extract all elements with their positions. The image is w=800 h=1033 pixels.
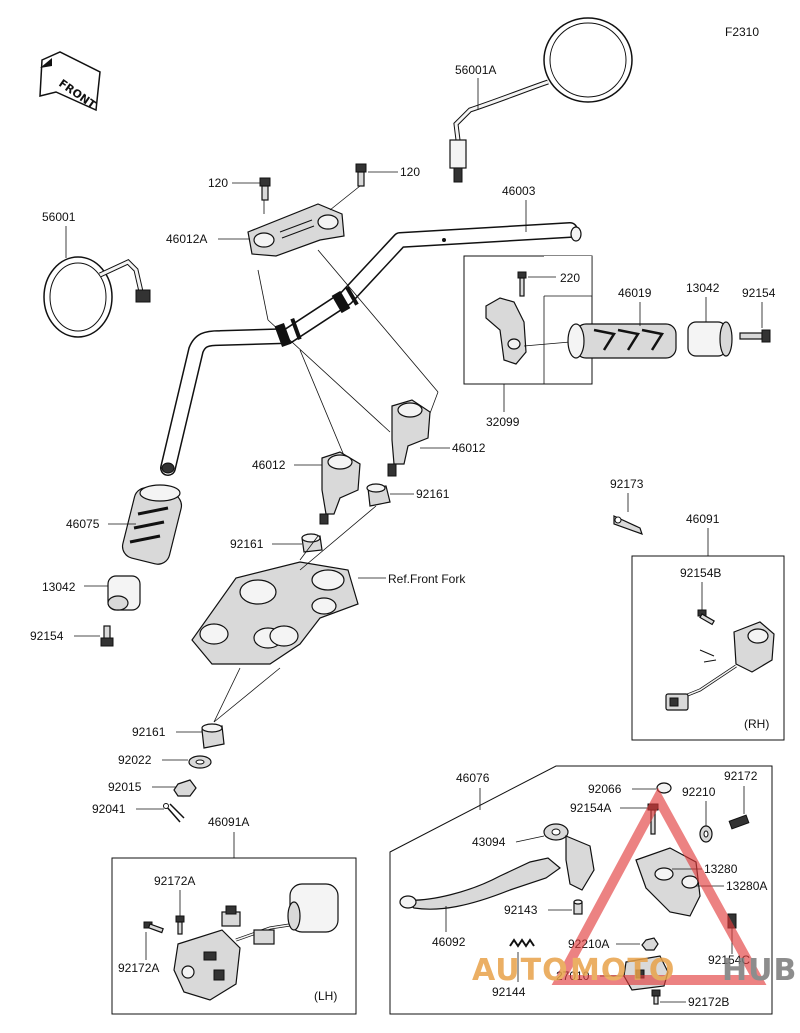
label-46003: 46003 bbox=[502, 184, 536, 198]
label-92154a: 92154A bbox=[570, 801, 611, 815]
handlebar-46003 bbox=[160, 222, 582, 476]
label-92066: 92066 bbox=[588, 782, 622, 796]
mirror-56001a bbox=[449, 17, 633, 183]
label-92154-right: 92154 bbox=[742, 286, 776, 300]
label-46076: 46076 bbox=[456, 771, 490, 785]
label-92172: 92172 bbox=[724, 769, 758, 783]
label-92144: 92144 bbox=[492, 985, 526, 999]
lh-label: (LH) bbox=[314, 989, 337, 1003]
washer-92210a bbox=[641, 937, 659, 951]
bolt-92154b bbox=[697, 609, 715, 626]
front-direction-arrow: FRONT bbox=[39, 51, 101, 112]
label-43094: 43094 bbox=[472, 835, 506, 849]
label-92172b: 92172B bbox=[688, 995, 729, 1009]
bolt-120-right bbox=[355, 163, 367, 187]
watermark-text-1: AUTO bbox=[472, 953, 569, 988]
label-92173: 92173 bbox=[610, 477, 644, 491]
label-92172a-lower: 92172A bbox=[118, 961, 159, 975]
throttle-box bbox=[463, 255, 593, 385]
rh-label: (RH) bbox=[744, 717, 769, 731]
bolt-92172 bbox=[728, 814, 750, 830]
label-46091: 46091 bbox=[686, 512, 720, 526]
label-92143: 92143 bbox=[504, 903, 538, 917]
label-92154-left: 92154 bbox=[30, 629, 64, 643]
label-46012-left: 46012 bbox=[252, 458, 286, 472]
rh-switch-box bbox=[631, 555, 785, 741]
grip-46019 bbox=[567, 323, 677, 359]
grip-46075 bbox=[121, 484, 183, 565]
washer-92210 bbox=[699, 825, 713, 843]
screw-92172b bbox=[651, 989, 661, 1005]
part-92173 bbox=[613, 515, 643, 535]
label-13042-left: 13042 bbox=[42, 580, 76, 594]
bolt-92154-right bbox=[739, 329, 771, 343]
adjuster-43094 bbox=[543, 823, 595, 891]
watermark-text-3: HUB bbox=[722, 953, 797, 988]
lh-switch-box bbox=[111, 857, 357, 1015]
bolt-92154-left bbox=[100, 625, 114, 647]
throttle-case-32099 bbox=[485, 297, 527, 365]
clamp-46012a bbox=[247, 203, 345, 257]
screw-220 bbox=[517, 271, 527, 297]
pin-92143 bbox=[573, 899, 583, 915]
cotter-pin-92041 bbox=[163, 803, 185, 823]
bar-end-weight-13042-left bbox=[107, 575, 141, 611]
ref-front-fork: Ref.Front Fork bbox=[388, 572, 466, 586]
bush-92161-upper bbox=[366, 483, 391, 507]
label-92015: 92015 bbox=[108, 780, 142, 794]
lh-switch-housing bbox=[173, 883, 339, 1001]
label-92041: 92041 bbox=[92, 802, 126, 816]
label-13280a: 13280A bbox=[726, 879, 767, 893]
label-46019: 46019 bbox=[618, 286, 652, 300]
clutch-lever-box bbox=[389, 765, 773, 1015]
figure-code: F2310 bbox=[725, 25, 759, 39]
label-46091a: 46091A bbox=[208, 815, 249, 829]
label-46092: 46092 bbox=[432, 935, 466, 949]
label-92161-upper: 92161 bbox=[416, 487, 450, 501]
label-32099: 32099 bbox=[486, 415, 520, 429]
label-92154b: 92154B bbox=[680, 566, 721, 580]
top-triple-clamp bbox=[191, 561, 359, 665]
bush-92161-mid bbox=[301, 533, 323, 553]
label-92172a-upper: 92172A bbox=[154, 874, 195, 888]
label-120-left: 120 bbox=[208, 176, 228, 190]
mirror-56001 bbox=[43, 256, 151, 338]
label-46075: 46075 bbox=[66, 517, 100, 531]
label-13042-right: 13042 bbox=[686, 281, 720, 295]
nut-92015 bbox=[173, 779, 197, 797]
label-56001a: 56001A bbox=[455, 63, 496, 77]
screw-92172a-upper bbox=[175, 915, 185, 935]
label-46012-right: 46012 bbox=[452, 441, 486, 455]
watermark-logo: AUTO MOTO HUB bbox=[472, 787, 797, 988]
bar-end-weight-13042-right bbox=[687, 321, 733, 357]
label-92210: 92210 bbox=[682, 785, 716, 799]
rh-switch-housing bbox=[665, 621, 775, 711]
label-13280: 13280 bbox=[704, 862, 738, 876]
lever-46092 bbox=[399, 857, 561, 910]
lever-holder bbox=[635, 847, 701, 917]
spring-92144 bbox=[509, 938, 535, 948]
washer-92022 bbox=[188, 755, 212, 769]
screw-92172a-lower bbox=[143, 921, 164, 934]
riser-46012-right bbox=[387, 399, 431, 477]
label-92022: 92022 bbox=[118, 753, 152, 767]
bush-92161-lower bbox=[201, 723, 225, 749]
label-92161-mid: 92161 bbox=[230, 537, 264, 551]
label-220: 220 bbox=[560, 271, 580, 285]
label-46012a: 46012A bbox=[166, 232, 207, 246]
cap-92066 bbox=[656, 782, 672, 794]
riser-46012-left bbox=[319, 451, 361, 525]
bolt-120-left bbox=[259, 177, 271, 201]
watermark-text-2: MOTO bbox=[570, 953, 675, 988]
label-92161-lower: 92161 bbox=[132, 725, 166, 739]
label-120-right: 120 bbox=[400, 165, 420, 179]
label-56001: 56001 bbox=[42, 210, 76, 224]
